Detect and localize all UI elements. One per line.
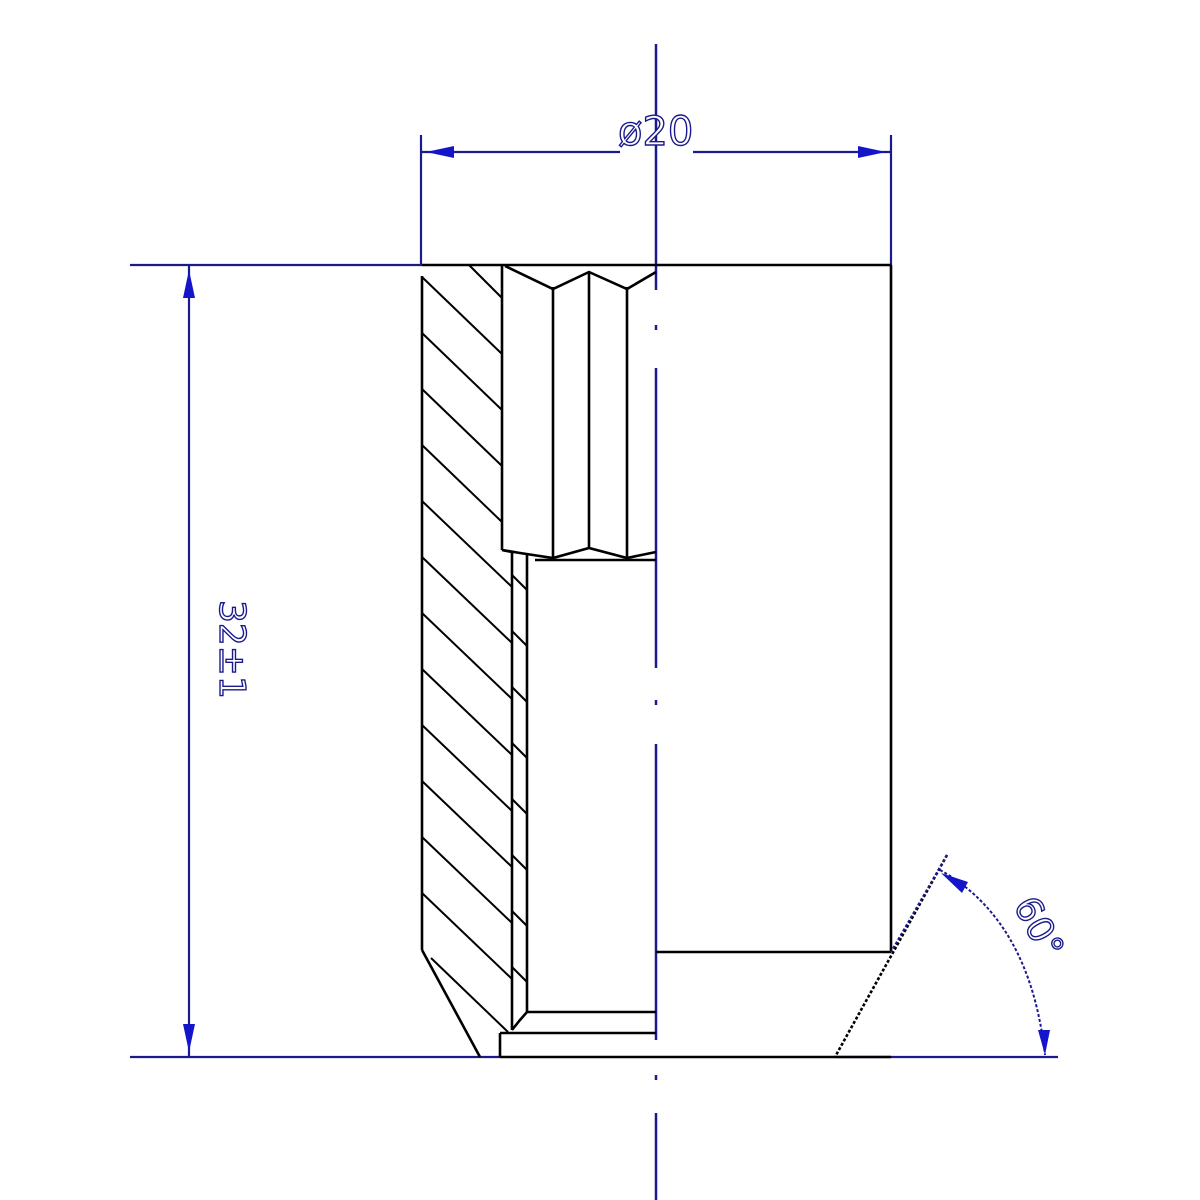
diameter-label: ø20 — [618, 109, 693, 155]
angle-dimension: 60° — [890, 854, 1072, 1056]
angle-label: 60° — [1005, 890, 1071, 966]
arrow-angle-end-icon — [1038, 1030, 1050, 1055]
section-hatching — [421, 264, 528, 1033]
height-dimension: 32±1 — [183, 265, 253, 1057]
arrow-down-icon — [183, 1024, 195, 1052]
arrow-right-icon — [858, 146, 886, 158]
arrow-left-icon — [426, 146, 454, 158]
part-outline — [420, 263, 949, 1059]
arrow-up-icon — [183, 270, 195, 298]
arrow-angle-start-icon — [941, 873, 968, 893]
height-label: 32±1 — [211, 600, 252, 699]
diameter-dimension: ø20 — [421, 108, 891, 158]
